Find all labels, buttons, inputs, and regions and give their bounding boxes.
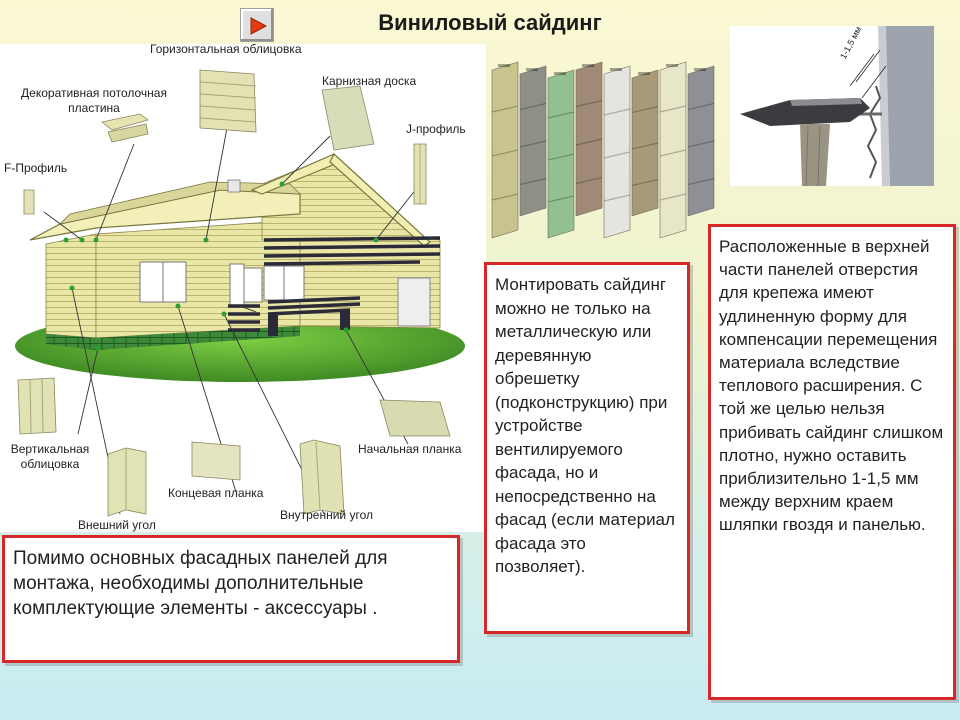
siding-panel: [575, 61, 603, 217]
siding-panel: [687, 65, 715, 217]
label-end-strip: Концевая планка: [168, 486, 264, 500]
siding-color-panels-image: [488, 52, 720, 244]
label-j-profile: J-профиль: [406, 122, 466, 136]
siding-panel: [631, 69, 659, 217]
accessories-info-box: Помимо основных фасадных панелей для мон…: [2, 535, 460, 663]
slide-title: Виниловый сайдинг: [378, 10, 602, 35]
mounting-info-box: Монтировать сайдинг можно не только на м…: [484, 262, 690, 634]
siding-panel: [519, 65, 547, 217]
play-button[interactable]: [240, 8, 274, 42]
nail-mounting-photo: 1-1,5 мм: [730, 26, 934, 186]
thermal-expansion-info-box: Расположенные в верхней части панелей от…: [708, 224, 956, 700]
label-f-profile: F-Профиль: [4, 161, 68, 175]
siding-panel: [603, 65, 631, 239]
label-outer-corner: Внешний угол: [78, 518, 156, 532]
siding-panel: [659, 61, 687, 239]
horizontal-cladding-sample: [199, 69, 257, 133]
label-starter-strip: Начальная планка: [358, 442, 462, 456]
siding-panel: [547, 69, 575, 239]
label-inner-corner: Внутренний угол: [280, 508, 373, 522]
label-decorative-ceiling-plate: Декоративная потолочная пластина: [21, 86, 167, 115]
label-horizontal-cladding: Горизонтальная облицовка: [150, 42, 302, 56]
label-vertical-cladding: Вертикальная облицовка: [10, 442, 90, 471]
siding-panel: [491, 61, 519, 239]
play-triangle-icon: [250, 17, 268, 35]
label-eave-board: Карнизная доска: [322, 74, 417, 88]
house-illustration: Горизонтальная облицовка Декоративная по…: [0, 42, 486, 532]
